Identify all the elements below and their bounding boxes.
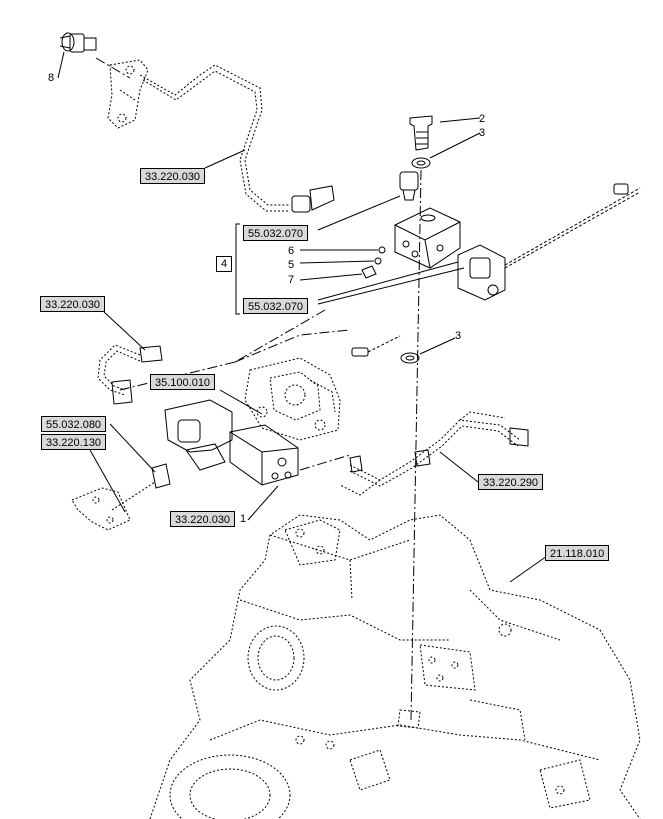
solenoid-right: [457, 183, 641, 301]
sealing-washer-item-3-top: [411, 157, 431, 169]
leader-1: [247, 485, 279, 521]
leader-55.032.080: [109, 423, 156, 473]
item-number-3-bottom: 3: [455, 330, 462, 342]
item-number-1: 1: [240, 513, 247, 525]
leader-33.220.030-left: [103, 311, 146, 351]
axis-line: [95, 57, 131, 79]
bracket-top: [107, 59, 149, 129]
valve-block: [394, 207, 461, 269]
item-number-3-top: 3: [479, 127, 486, 139]
hydraulic-pipe-top: [139, 64, 290, 212]
leader-3-top: [429, 132, 481, 159]
reference-33.220.290[interactable]: 33.220.290: [478, 474, 544, 490]
plug-item-7: [361, 265, 377, 279]
bracket-33.220.130: [71, 481, 156, 531]
group-4-bracket: [235, 223, 240, 315]
item-number-7: 7: [288, 274, 295, 286]
transmission-housing: [149, 514, 641, 819]
leader-3-bottom: [419, 337, 456, 355]
leader-21.118.010: [509, 555, 548, 583]
leader-33.220.030-top: [204, 149, 246, 169]
reference-55.032.070-a[interactable]: 55.032.070: [243, 225, 309, 241]
adapter-fitting-top: [399, 171, 419, 201]
reference-33.220.030-left[interactable]: 33.220.030: [40, 296, 106, 312]
vertical-axis: [410, 169, 422, 721]
reference-33.220.030-bottom[interactable]: 33.220.030: [170, 511, 236, 527]
sealing-washer-item-3-bottom: [400, 352, 420, 364]
o-ring-item-6: [378, 246, 386, 254]
reference-55.032.080[interactable]: 55.032.080: [41, 416, 107, 432]
item-number-8: 8: [48, 72, 55, 84]
pipe-top-end-fitting: [291, 185, 335, 213]
leader-7: [299, 273, 363, 281]
item-number-6: 6: [288, 245, 295, 257]
hydraulic-pipe-left: [97, 344, 141, 396]
hydraulic-pump: [244, 357, 341, 441]
reference-35.100.010[interactable]: 35.100.010: [150, 374, 216, 390]
leader-33.220.290: [439, 451, 479, 483]
solenoid-valve-item-1: [164, 399, 299, 486]
leader-5: [299, 260, 375, 264]
leader-55.032.070-b2: [317, 267, 465, 305]
leader-55.032.070-b1: [317, 261, 459, 301]
axis-line-2: [234, 309, 326, 363]
hydraulic-pipe-right: [339, 411, 521, 496]
pipe-left-fittings: [111, 345, 163, 405]
item-number-5: 5: [288, 259, 295, 271]
fitting-55.032.080: [151, 463, 171, 489]
leader-55.032.070-a: [317, 195, 401, 231]
group-number-4: 4: [216, 256, 232, 272]
pipe-right-fittings: [349, 427, 529, 473]
leader-2: [439, 117, 481, 123]
leader-8: [57, 51, 65, 79]
item-number-2: 2: [479, 113, 486, 125]
reference-33.220.130[interactable]: 33.220.130: [41, 434, 107, 450]
reference-21.118.010[interactable]: 21.118.010: [545, 545, 610, 561]
leader-33.220.130: [89, 449, 126, 513]
fitting-item-8: [59, 32, 97, 53]
banjo-bolt-item-2: [409, 115, 433, 151]
harness-plug: [351, 335, 401, 357]
reference-33.220.030-top[interactable]: 33.220.030: [140, 168, 206, 184]
o-ring-item-5: [374, 257, 382, 265]
reference-55.032.070-b[interactable]: 55.032.070: [243, 298, 309, 314]
leader-35.100.010: [219, 389, 263, 415]
